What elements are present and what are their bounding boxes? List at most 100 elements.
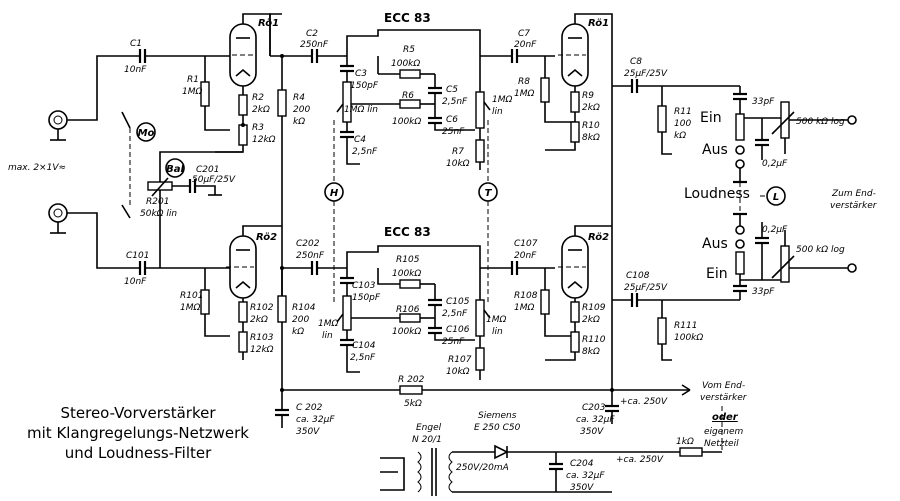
zum-label-2: verstärker	[830, 201, 878, 211]
c3-value: 150pF	[350, 81, 379, 91]
c202-label: C202	[296, 239, 320, 249]
r1-value: 1MΩ	[182, 87, 202, 97]
r101-label: R101	[180, 291, 203, 301]
vom-label-2: verstärker	[700, 393, 748, 403]
caption-line-2: mit Klangregelungs-Netzwerk	[27, 424, 249, 442]
r105-label: R105	[396, 255, 420, 265]
c02-lower: 0,2µF	[762, 225, 788, 235]
c8-value: 25µF/25V	[624, 69, 668, 79]
r9-value: 2kΩ	[582, 103, 600, 113]
r105-value: 100kΩ	[392, 269, 421, 279]
v250-a: +ca. 250V	[620, 397, 668, 407]
r6-label: R6	[402, 91, 414, 101]
r201-value: 50kΩ lin	[140, 209, 177, 219]
r109-value: 2kΩ	[582, 315, 600, 325]
c202-value: 250nF	[296, 251, 325, 261]
engel-label-1: Engel	[416, 423, 442, 433]
caption-line-3: und Loudness-Filter	[65, 444, 212, 462]
c202-supply-a: ca. 32µF	[296, 415, 335, 425]
c33-lower: 33pF	[752, 287, 775, 297]
r2-value: 2kΩ	[252, 105, 270, 115]
input-jack-upper	[48, 110, 68, 141]
c7-label: C7	[518, 29, 530, 39]
c204-label: C204	[570, 459, 594, 469]
c105-label: C105	[446, 297, 470, 307]
pot-lower-label: 500 kΩ log	[796, 245, 845, 255]
loudness-knob: L	[766, 186, 786, 206]
r3-label: R3	[252, 123, 264, 133]
r7-value: 10kΩ	[446, 159, 470, 169]
v250-b: +ca. 250V	[616, 455, 664, 465]
r104-label: R104	[292, 303, 316, 313]
input-voltage-label: max. 2×1V≈	[8, 163, 66, 173]
eigenem-label: eigenem	[704, 427, 744, 437]
c104-value: 2,5nF	[350, 353, 376, 363]
r102-value: 2kΩ	[250, 315, 268, 325]
c203-a: ca. 32µF	[576, 415, 615, 425]
tube-ro1-right	[558, 23, 589, 87]
r11-value-1: 100	[674, 119, 691, 129]
ein-upper: Ein	[700, 110, 722, 126]
pot1-lower-b: lin	[322, 331, 333, 341]
ecc83-upper-label: ECC 83	[384, 11, 431, 25]
r108-value: 1MΩ	[514, 303, 534, 313]
c108-label: C108	[626, 271, 650, 281]
r1k-label: 1kΩ	[676, 437, 694, 447]
r111-label: R111	[674, 321, 697, 331]
c105-value: 2,5nF	[442, 309, 468, 319]
c104-label: C104	[352, 341, 376, 351]
r102-label: R102	[250, 303, 274, 313]
loudness-label: Loudness	[684, 186, 750, 202]
r8-value: 1MΩ	[514, 89, 534, 99]
r7-label: R7	[452, 147, 464, 157]
r106-value: 100kΩ	[392, 327, 421, 337]
c202-supply-b: 350V	[296, 427, 320, 437]
r10-label: R10	[582, 121, 600, 131]
c2-value: 250nF	[300, 40, 329, 50]
oder-label: oder	[712, 412, 739, 423]
c33-upper: 33pF	[752, 97, 775, 107]
r10-value: 8kΩ	[582, 133, 600, 143]
bass-knob: H	[324, 182, 344, 202]
bal-label: Bal	[166, 164, 184, 175]
c3-label: C3	[355, 69, 367, 79]
c201-label: C201	[196, 165, 219, 175]
h-label: H	[330, 188, 339, 199]
netzteil-label: Netzteil	[704, 439, 739, 449]
r1-label: R1	[187, 75, 199, 85]
pot2-lower-b: lin	[492, 327, 503, 337]
r9-label: R9	[582, 91, 594, 101]
capacitor-c2	[270, 49, 347, 63]
treble-knob: T	[478, 182, 498, 202]
rectifier-diode	[494, 444, 509, 460]
tube-ro2-right	[558, 235, 589, 299]
t-label: T	[485, 188, 493, 199]
r108-label: R108	[514, 291, 538, 301]
r106-label: R106	[396, 305, 420, 315]
input-jack-lower	[48, 203, 68, 234]
pot1-upper-label: 1MΩ lin	[344, 105, 378, 115]
r104-value-1: 200	[292, 315, 309, 325]
c106-value: 25nF	[442, 337, 465, 347]
r104-value-2: kΩ	[292, 327, 304, 337]
r110-value: 8kΩ	[582, 347, 600, 357]
r3-value: 12kΩ	[252, 135, 276, 145]
c204-a: ca. 32µF	[566, 471, 605, 481]
balance-knob: Bal	[165, 158, 185, 178]
c201-value: 50µF/25V	[192, 175, 236, 185]
c107-label: C107	[514, 239, 538, 249]
capacitor-c101	[120, 261, 230, 275]
r202-value: 5kΩ	[404, 399, 422, 409]
c108-value: 25µF/25V	[624, 283, 668, 293]
c107-value: 20nF	[514, 251, 537, 261]
pot-upper-label: 500 kΩ log	[796, 117, 845, 127]
pot2-lower-a: 1MΩ	[486, 315, 506, 325]
r107-label: R107	[448, 355, 472, 365]
r6-value: 100kΩ	[392, 117, 421, 127]
c203-b: 350V	[580, 427, 604, 437]
v250ma-label: 250V/20mA	[456, 463, 509, 473]
c103-value: 150pF	[352, 293, 381, 303]
mono-switch: Mo	[121, 111, 156, 219]
c203-label: C203	[582, 403, 606, 413]
c02-upper: 0,2µF	[762, 159, 788, 169]
